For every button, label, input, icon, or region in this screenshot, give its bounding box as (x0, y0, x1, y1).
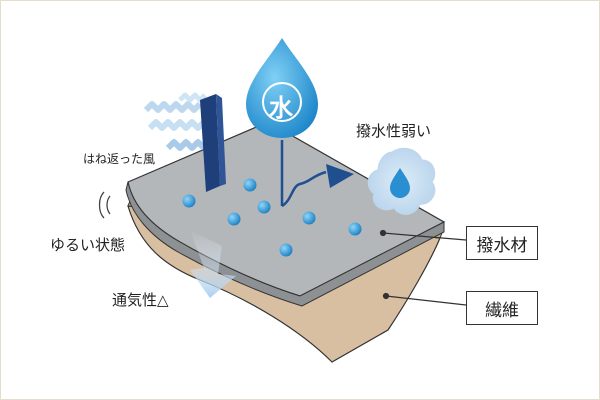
fiber-box: 繊維 (466, 291, 538, 325)
bounced-wind-label: はね返った風 (83, 152, 156, 166)
leader-lines (379, 229, 467, 306)
wind-arrow-icon (143, 92, 207, 151)
water-bead (279, 243, 293, 257)
repellent-material-label: 撥水材 (476, 235, 528, 256)
water-bead (257, 200, 271, 214)
bounce-arrow-icon (280, 140, 354, 208)
breathability-label: 通気性△ (112, 291, 169, 309)
breathability-arrow-icon (190, 230, 236, 298)
water-bead (348, 222, 362, 236)
water-bead (227, 212, 241, 226)
water-bead (243, 178, 257, 192)
loose-state-label: ゆるい状態 (50, 236, 126, 254)
wind-blocker-icon (200, 94, 226, 192)
drop-label: 水 (269, 94, 293, 122)
vibration-icon (98, 191, 111, 219)
water-bead (182, 194, 196, 208)
water-beads (182, 178, 362, 257)
splash-drop-icon (367, 147, 436, 215)
repellent-material-box: 撥水材 (466, 226, 538, 260)
fiber-label: 繊維 (485, 300, 519, 321)
water-drop-icon (246, 38, 318, 138)
weak-repellency-label: 撥水性弱い (356, 122, 432, 140)
water-bead (302, 211, 316, 225)
